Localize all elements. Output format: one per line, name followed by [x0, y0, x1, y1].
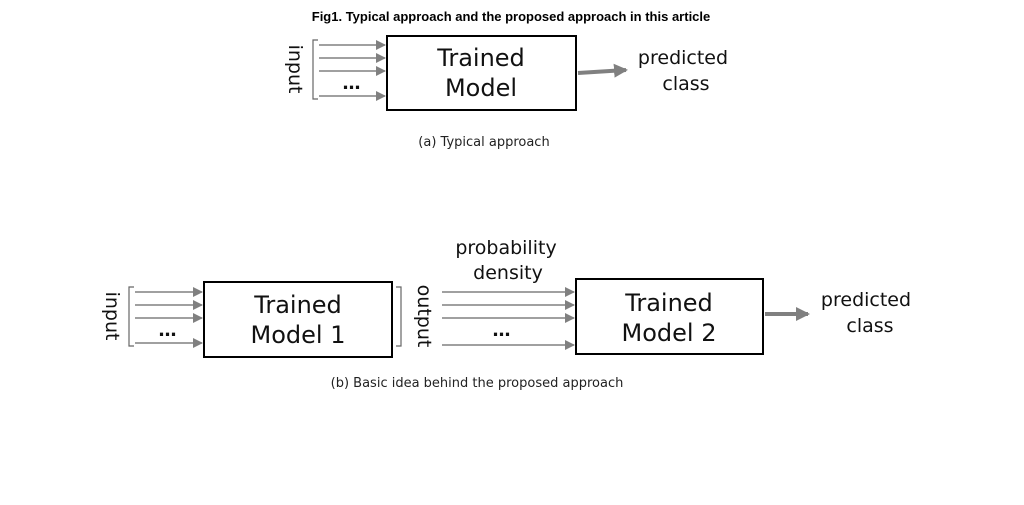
input-bracket-a [312, 39, 318, 100]
input-dots-a: … [343, 73, 362, 94]
input-label-b: input [101, 292, 123, 341]
middle-dots: … [493, 320, 512, 341]
trained-model-box [386, 35, 577, 111]
figure-title: Fig1. Typical approach and the proposed … [312, 9, 711, 24]
caption-b: (b) Basic idea behind the proposed appro… [331, 376, 624, 391]
panel-b: input … Trained Model 1 output probabili… [101, 237, 911, 391]
trained-model-2-box [575, 278, 764, 355]
input-bracket-b [128, 286, 134, 347]
input-dots-b: … [159, 320, 178, 341]
output-arrow-a [577, 63, 628, 78]
predicted-class-b-line2: class [846, 315, 893, 337]
input-label-a: input [284, 45, 306, 94]
caption-a: (a) Typical approach [418, 135, 549, 150]
panel-a: input … Trained Model predicted class (a… [284, 35, 728, 150]
trained-model-2-label-line2: Model 2 [622, 319, 717, 347]
output-bracket-b [396, 286, 402, 347]
trained-model-1-label-line1: Trained [253, 291, 342, 319]
trained-model-2-label-line1: Trained [624, 289, 713, 317]
output-label-b: output [413, 285, 435, 348]
trained-model-1-label-line2: Model 1 [251, 321, 346, 349]
predicted-class-a-line2: class [662, 73, 709, 95]
trained-model-label-line2: Model [445, 74, 517, 102]
predicted-class-b-line1: predicted [821, 289, 911, 311]
predicted-class-a-line1: predicted [638, 47, 728, 69]
trained-model-1-box [203, 281, 393, 358]
trained-model-label-line1: Trained [436, 44, 525, 72]
probability-density-label-line1: probability [455, 237, 556, 259]
probability-density-label-line2: density [473, 262, 543, 284]
